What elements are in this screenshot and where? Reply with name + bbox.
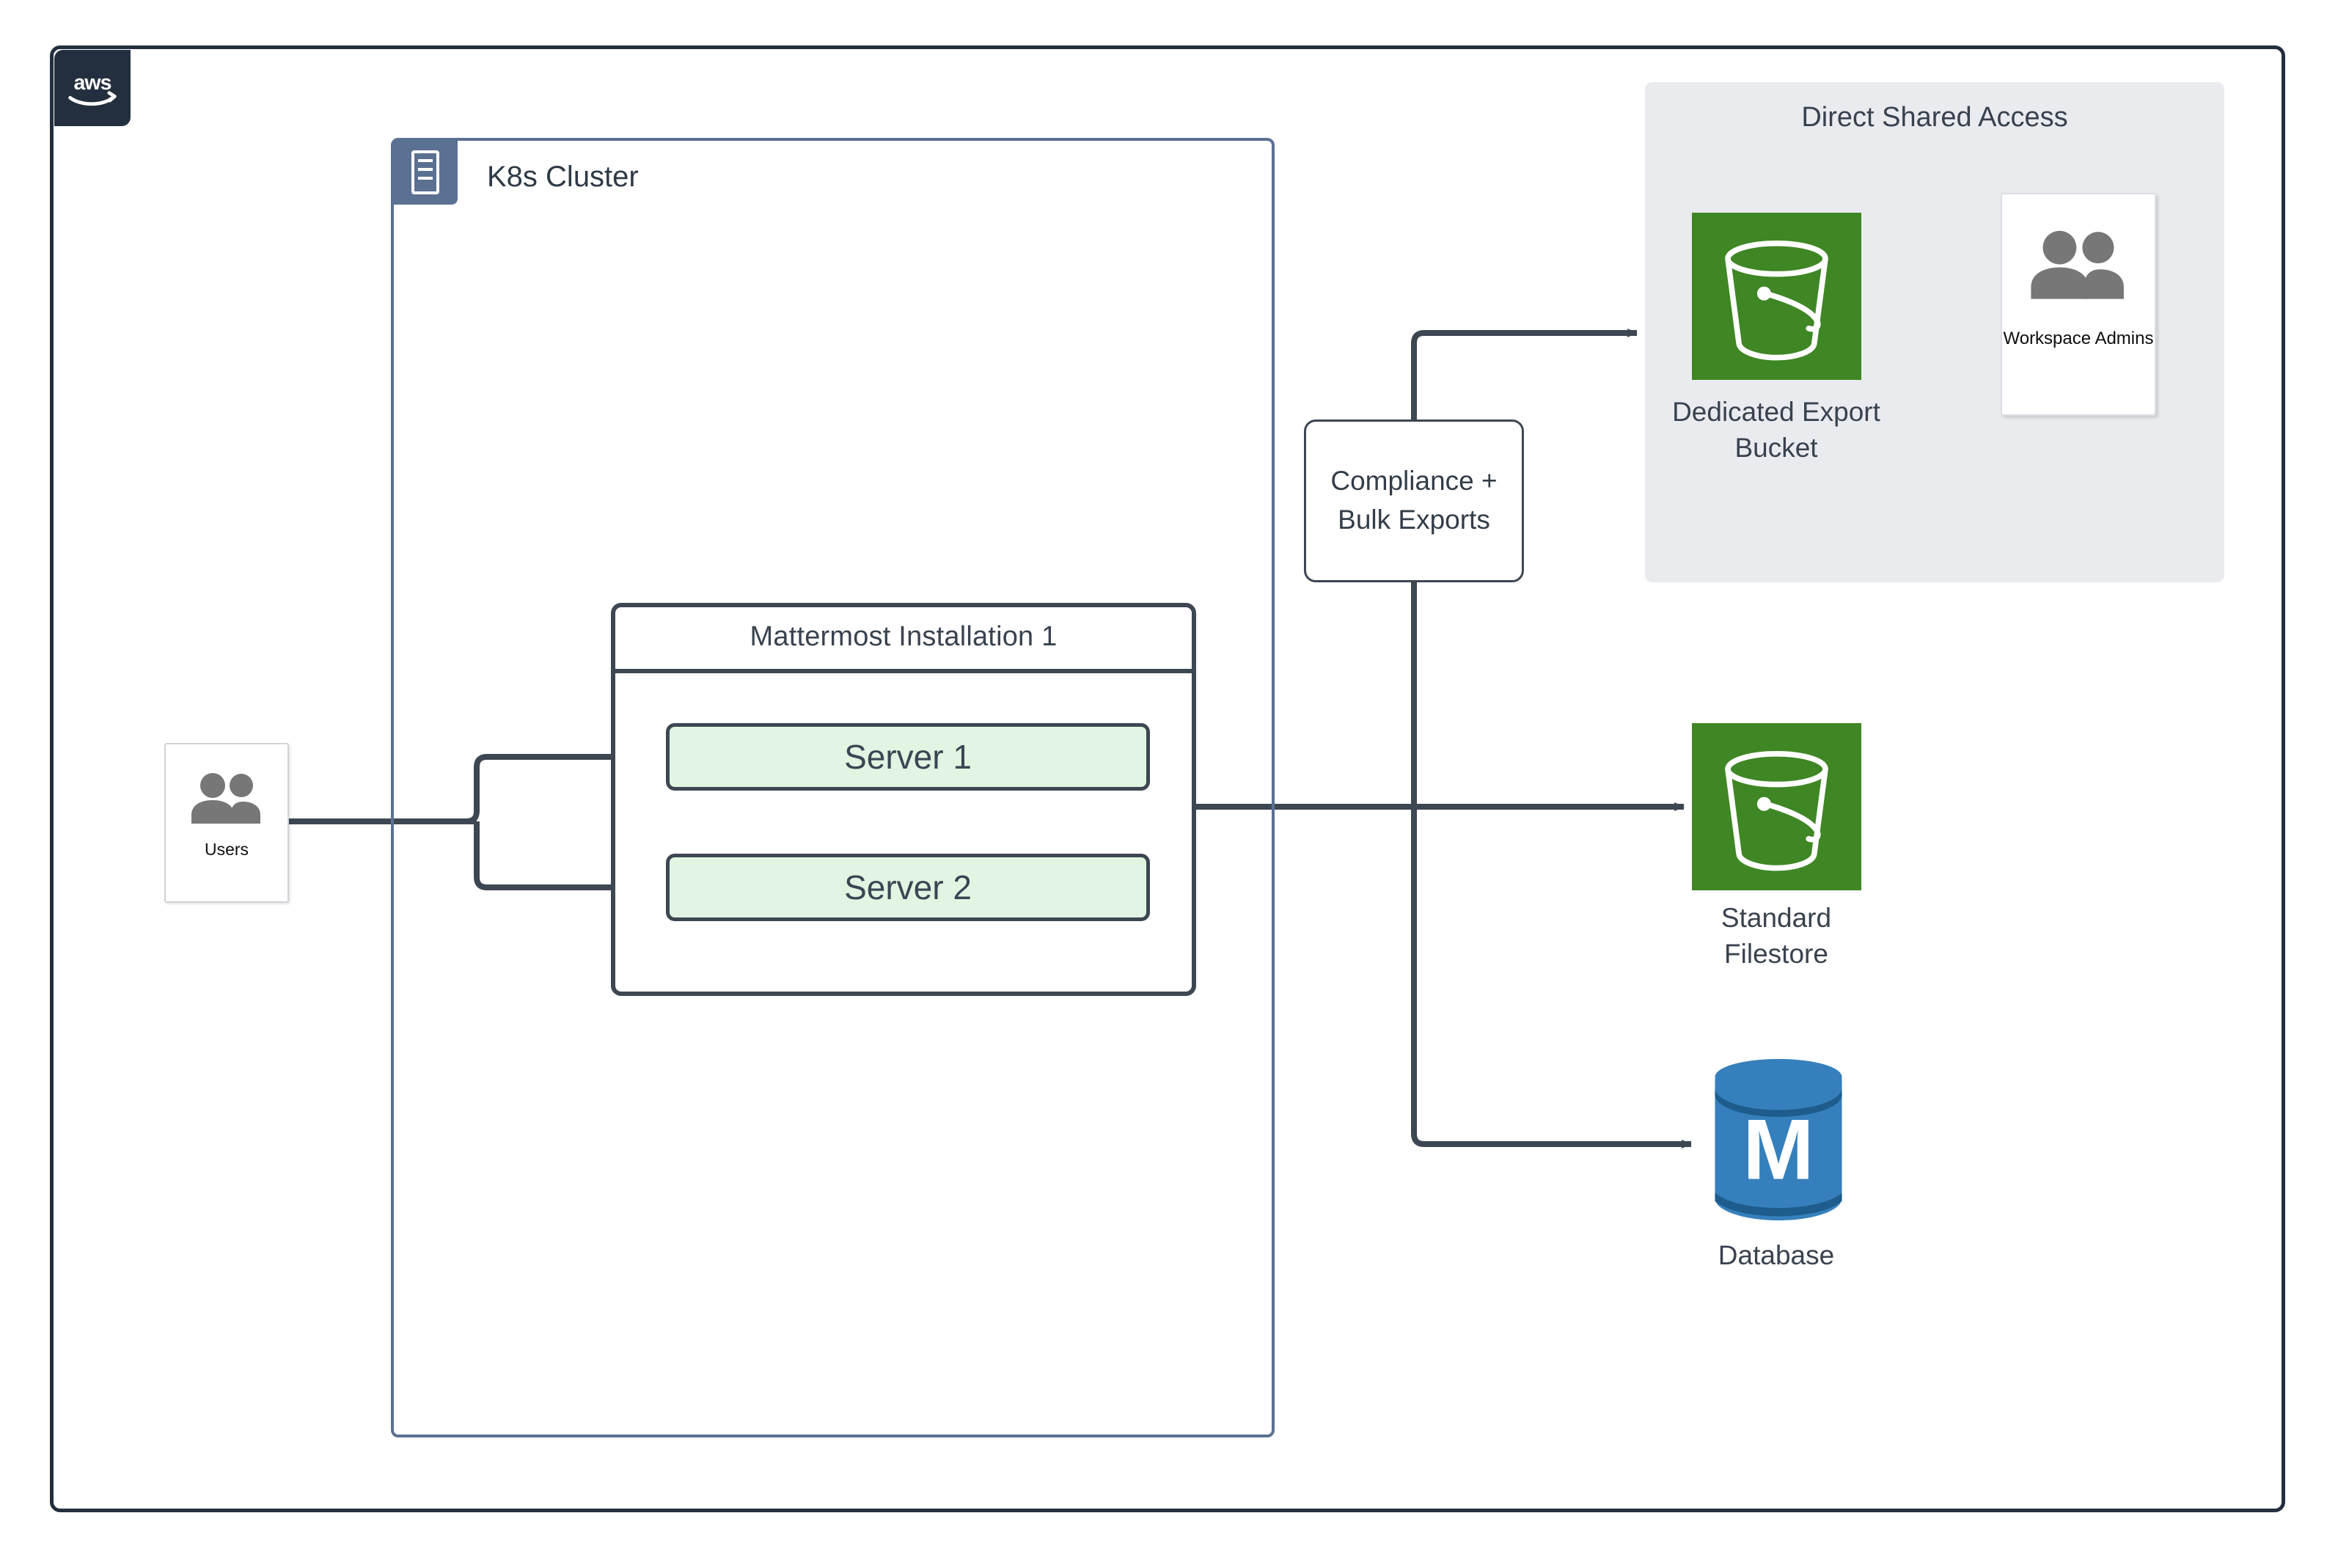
filestore-label-line-2: Filestore [1724,938,1828,969]
s3-bucket-icon[interactable] [1692,213,1861,380]
export-bucket-label-line-1: Dedicated Export [1672,397,1880,427]
s3-bucket-icon[interactable] [1692,723,1861,890]
server-1-box[interactable]: Server 1 [666,723,1150,791]
compliance-label-line-2: Bulk Exports [1338,505,1490,535]
compliance-bulk-exports-node[interactable]: Compliance + Bulk Exports [1304,420,1524,582]
workspace-admins-node[interactable]: Workspace Admins [2001,193,2156,416]
users-label: Users [204,840,249,859]
aws-logo-icon: aws [54,50,131,126]
filestore-label-line-1: Standard [1720,903,1832,933]
workspace-admins-label: Workspace Admins [2003,329,2154,348]
k8s-cluster-boundary [391,138,1275,1437]
aws-cloud-boundary [50,45,2285,1512]
people-icon [2027,230,2130,299]
standard-filestore-label: Standard Filestore [1600,901,1952,972]
k8s-cluster-label: K8s Cluster [487,161,639,193]
mattermost-database-icon[interactable]: M [1709,1058,1848,1220]
export-bucket-label: Dedicated Export Bucket [1600,395,1952,466]
mattermost-installation-box [611,603,1196,996]
direct-shared-access-title: Direct Shared Access [1801,102,2068,133]
svg-text:aws: aws [73,71,111,95]
export-bucket-label-line-2: Bucket [1734,432,1818,463]
installation-title-divider [615,669,1192,673]
users-node[interactable]: Users [164,743,289,903]
compliance-label-line-1: Compliance + [1330,466,1498,497]
people-icon [188,772,265,824]
server-rack-icon [393,140,458,205]
server-2-box[interactable]: Server 2 [666,854,1150,921]
installation-title: Mattermost Installation 1 [750,620,1058,652]
svg-text:M: M [1742,1102,1814,1198]
database-label: Database [1600,1238,1952,1274]
database-label-line-1: Database [1718,1240,1835,1270]
